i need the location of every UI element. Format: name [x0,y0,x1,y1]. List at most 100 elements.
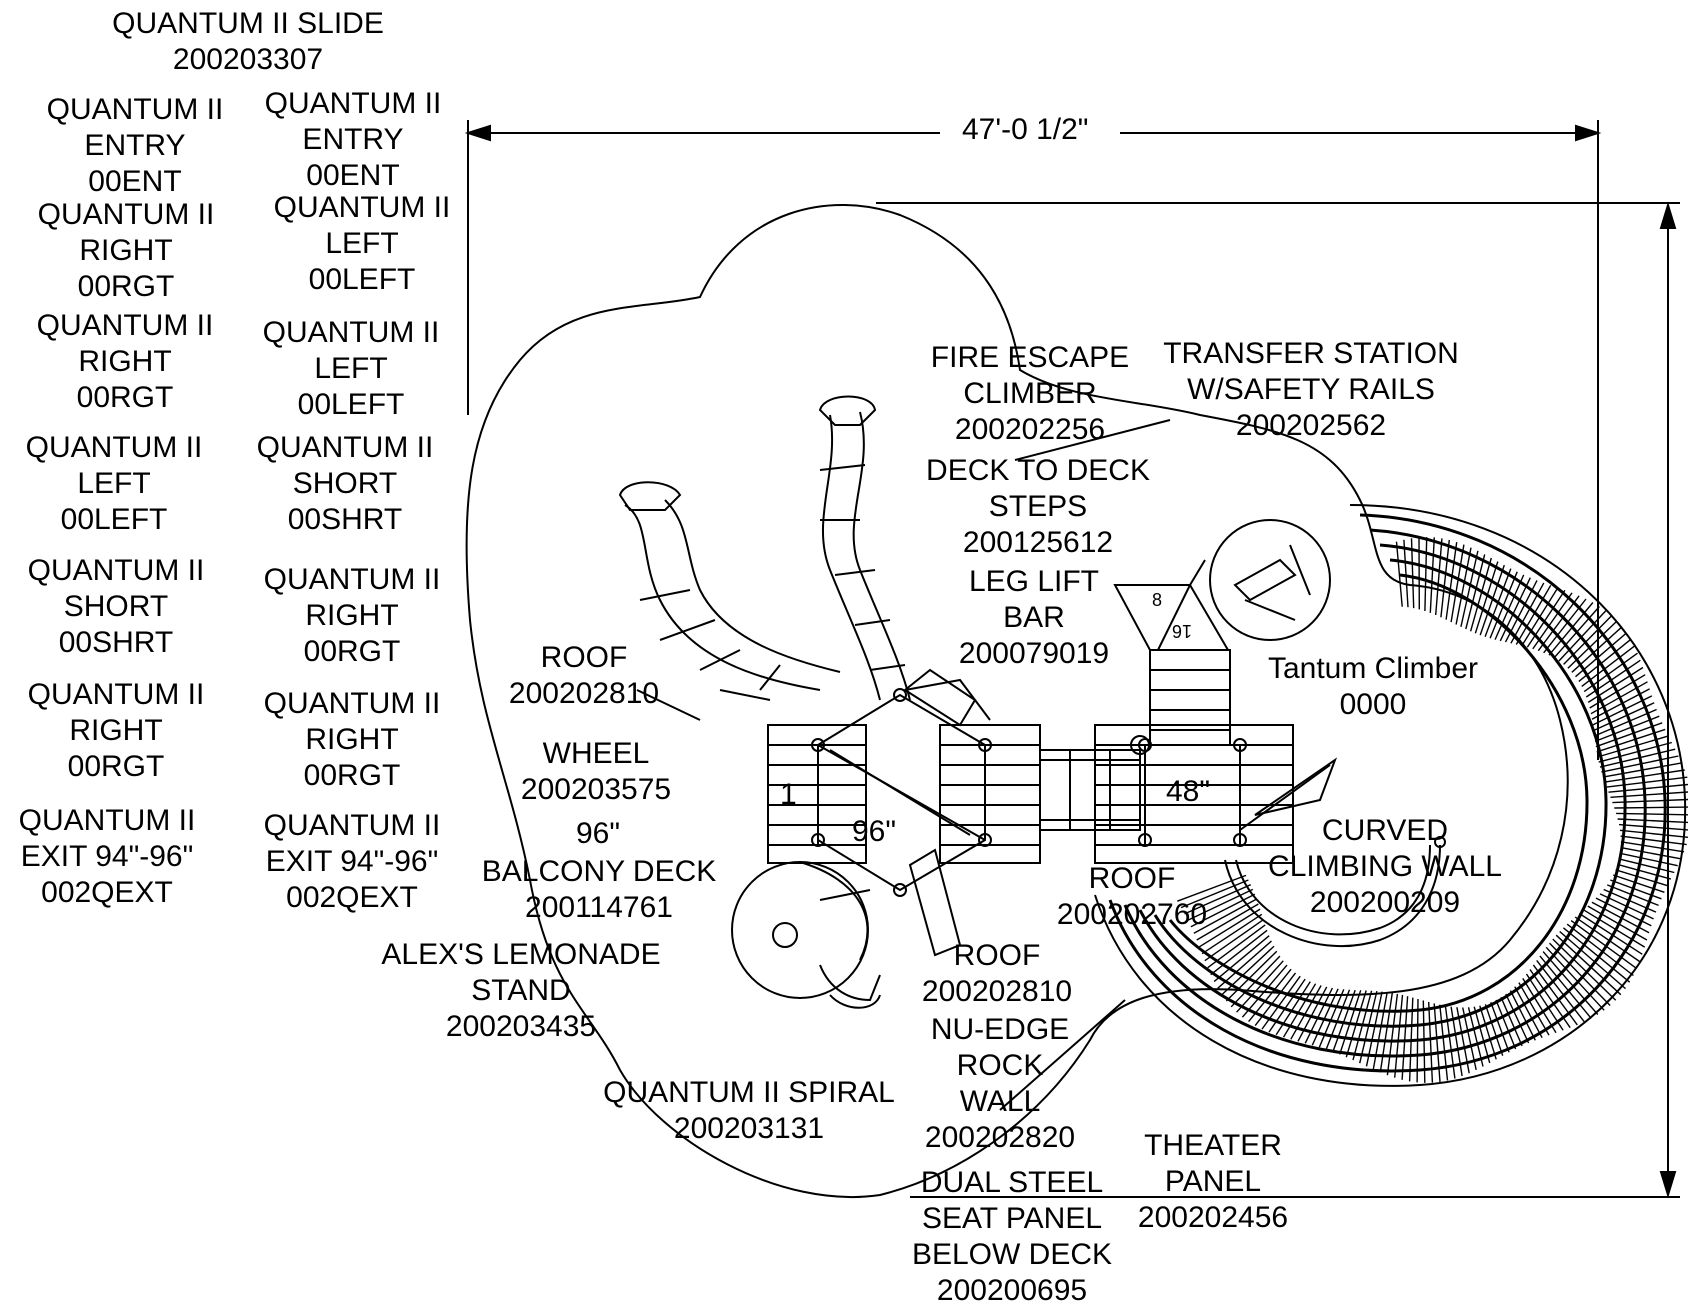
callout-line: 00RGT [76,381,174,414]
hatch-tick [1465,554,1486,630]
hatch-tick [1529,969,1571,1029]
callout-line: 200202456 [1137,1201,1289,1234]
hatch-tick [1610,879,1662,900]
hatch-tick [1614,806,1689,809]
callout-line: 200125612 [962,526,1114,559]
hatch-tick [1599,748,1676,768]
callout-line: 00LEFT [60,503,168,536]
height-dimension-line [876,201,1680,1199]
hatch-tick [1522,978,1557,1034]
callout-line: 00RGT [77,270,175,303]
callout-line: EXIT 94"-96" [20,840,194,873]
hatch-tick [1359,990,1378,1064]
hatch-tick [1450,1006,1463,1077]
callout-line: ROOF [953,939,1041,972]
hatch-tick [1594,708,1657,737]
callout-line: ROOF [1088,862,1176,895]
deck-number-label: 16 [1172,621,1193,641]
hatch-tick [1225,950,1278,1002]
hatch-tick [1254,972,1297,1027]
deck-right [1094,724,1294,864]
hex-deck [811,668,992,957]
callout-line: QUANTUM II [37,198,215,231]
hatch-tick [1583,652,1638,693]
callout-line: SHORT [63,590,169,623]
callout-line: EXIT 94"-96" [265,845,439,878]
hatch-tick [1518,982,1550,1036]
hatch-tick [1615,869,1668,887]
hatch-tick [1248,968,1292,1023]
middle-slide [818,395,911,701]
deck-height-label: 96" [852,815,897,848]
hatch-tick [1445,542,1458,620]
callout-line: BELOW DECK [911,1238,1113,1271]
hatch-tick [1332,989,1356,1053]
hatch-tick [1618,823,1689,831]
hatch-tick [1589,674,1646,709]
callout-line: QUANTUM II SPIRAL [603,1076,895,1109]
hatch-tick [1619,852,1678,867]
callout-line: 200202810 [921,975,1073,1008]
hatch-tick [1525,973,1564,1031]
hatch-tick [1617,818,1689,824]
callout-line: SHORT [292,467,398,500]
hatch-tick [1450,544,1465,623]
hatch-tick [1532,592,1573,650]
callout-line: WHEEL [542,737,650,770]
callout-line: RIGHT [79,234,173,267]
hatch-tick [1536,959,1585,1023]
hatch-tick [1297,986,1328,1042]
callout-line: RIGHT [69,714,163,747]
callout-line: QUANTUM II [264,87,442,120]
callout-line: QUANTUM II [27,678,205,711]
hatch-tick [1339,990,1362,1055]
hatch-tick [1372,992,1388,1070]
hatch-tick [1275,981,1311,1036]
callout-line: 200200695 [936,1274,1088,1307]
callout-line: QUANTUM II [262,316,440,349]
hatch-tick [1510,582,1545,644]
hatch-tick [1365,991,1383,1067]
hatch-tick [1424,537,1428,612]
hatch-tick [1207,924,1266,969]
hatch-tick [1595,897,1652,927]
deck-height-label: 48" [1166,775,1211,808]
hatch-tick [1241,964,1288,1018]
hatch-tick [1566,923,1634,977]
hatch-tick [1585,659,1641,698]
hatch-tick [1379,992,1393,1073]
overall-width-dimension: 47'-0 1/2" [950,113,1101,147]
deck-middle [939,724,1041,864]
hatch-tick [1410,538,1415,609]
hatch-tick [1494,574,1525,640]
callout-line: 00SHRT [58,626,174,659]
callout-line: 00RGT [67,750,165,783]
deck-number-label: 1 [780,778,797,811]
hatch-tick [1401,996,1409,1080]
hatch-tick [1422,1000,1426,1083]
hatch-tick [1484,1004,1504,1056]
hatch-tick [1620,846,1682,860]
hatch-tick [1590,681,1648,715]
hatch-tick [1345,990,1367,1058]
hatch-tick [1435,538,1443,616]
hatch-tick [1325,989,1351,1050]
callout-line: RIGHT [78,345,172,378]
hatch-tick [1473,1006,1491,1064]
